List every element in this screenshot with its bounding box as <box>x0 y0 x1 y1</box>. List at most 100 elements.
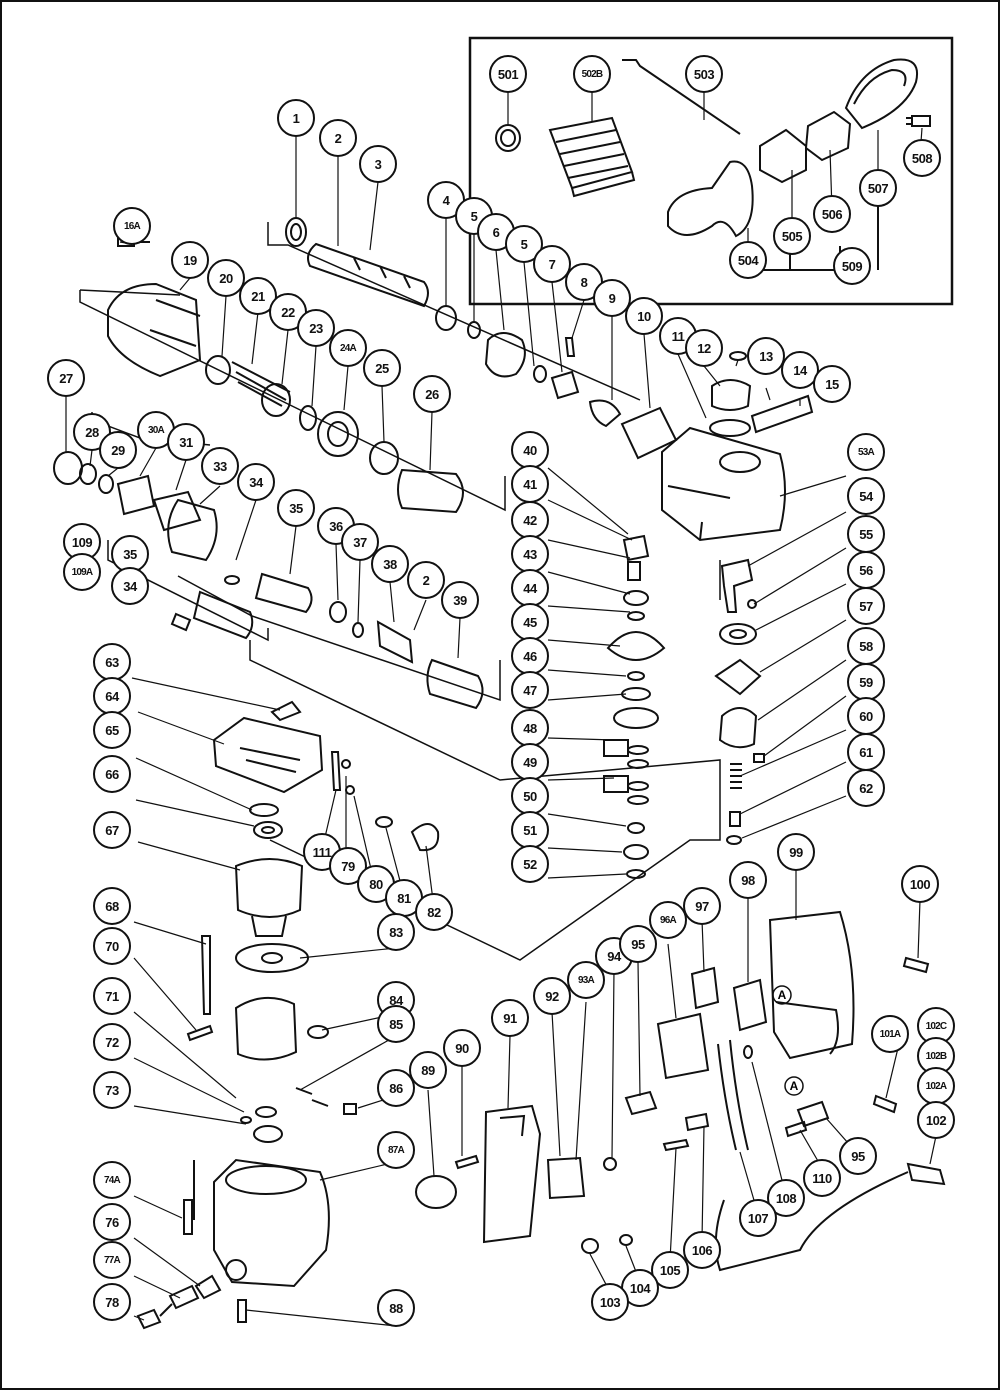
callout-61[interactable]: 61 <box>847 733 885 771</box>
callout-42[interactable]: 42 <box>511 501 549 539</box>
callout-77a[interactable]: 77A <box>93 1241 131 1279</box>
callout-16a[interactable]: 16A <box>113 207 151 245</box>
callout-56[interactable]: 56 <box>847 551 885 589</box>
callout-508[interactable]: 508 <box>903 139 941 177</box>
callout-104[interactable]: 104 <box>621 1269 659 1307</box>
callout-102[interactable]: 102 <box>917 1101 955 1139</box>
callout-34[interactable]: 34 <box>237 463 275 501</box>
callout-12[interactable]: 12 <box>685 329 723 367</box>
callout-47[interactable]: 47 <box>511 671 549 709</box>
callout-506[interactable]: 506 <box>813 195 851 233</box>
callout-501[interactable]: 501 <box>489 55 527 93</box>
callout-73[interactable]: 73 <box>93 1071 131 1109</box>
callout-85[interactable]: 85 <box>377 1005 415 1043</box>
callout-67[interactable]: 67 <box>93 811 131 849</box>
callout-95[interactable]: 95 <box>619 925 657 963</box>
callout-505[interactable]: 505 <box>773 217 811 255</box>
callout-72[interactable]: 72 <box>93 1023 131 1061</box>
callout-83[interactable]: 83 <box>377 913 415 951</box>
callout-45[interactable]: 45 <box>511 603 549 641</box>
callout-2[interactable]: 2 <box>319 119 357 157</box>
callout-64[interactable]: 64 <box>93 677 131 715</box>
callout-2b[interactable]: 2 <box>407 561 445 599</box>
callout-96a[interactable]: 96A <box>649 901 687 939</box>
callout-58[interactable]: 58 <box>847 627 885 665</box>
callout-43[interactable]: 43 <box>511 535 549 573</box>
callout-13[interactable]: 13 <box>747 337 785 375</box>
callout-57[interactable]: 57 <box>847 587 885 625</box>
callout-44[interactable]: 44 <box>511 569 549 607</box>
callout-95b[interactable]: 95 <box>839 1137 877 1175</box>
callout-504[interactable]: 504 <box>729 241 767 279</box>
callout-100[interactable]: 100 <box>901 865 939 903</box>
callout-48[interactable]: 48 <box>511 709 549 747</box>
callout-92[interactable]: 92 <box>533 977 571 1015</box>
callout-60[interactable]: 60 <box>847 697 885 735</box>
callout-79[interactable]: 79 <box>329 847 367 885</box>
callout-90[interactable]: 90 <box>443 1029 481 1067</box>
callout-41[interactable]: 41 <box>511 465 549 503</box>
callout-102a[interactable]: 102A <box>917 1067 955 1105</box>
callout-20[interactable]: 20 <box>207 259 245 297</box>
callout-98[interactable]: 98 <box>729 861 767 899</box>
callout-53a[interactable]: 53A <box>847 433 885 471</box>
callout-86[interactable]: 86 <box>377 1069 415 1107</box>
callout-62[interactable]: 62 <box>847 769 885 807</box>
callout-68[interactable]: 68 <box>93 887 131 925</box>
callout-99[interactable]: 99 <box>777 833 815 871</box>
callout-35[interactable]: 35 <box>277 489 315 527</box>
callout-26[interactable]: 26 <box>413 375 451 413</box>
callout-7[interactable]: 7 <box>533 245 571 283</box>
callout-10[interactable]: 10 <box>625 297 663 335</box>
callout-507[interactable]: 507 <box>859 169 897 207</box>
callout-70[interactable]: 70 <box>93 927 131 965</box>
callout-15[interactable]: 15 <box>813 365 851 403</box>
callout-3[interactable]: 3 <box>359 145 397 183</box>
callout-82[interactable]: 82 <box>415 893 453 931</box>
callout-78[interactable]: 78 <box>93 1283 131 1321</box>
callout-76[interactable]: 76 <box>93 1203 131 1241</box>
callout-65[interactable]: 65 <box>93 711 131 749</box>
callout-46[interactable]: 46 <box>511 637 549 675</box>
callout-88[interactable]: 88 <box>377 1289 415 1327</box>
callout-40[interactable]: 40 <box>511 431 549 469</box>
callout-1[interactable]: 1 <box>277 99 315 137</box>
callout-50[interactable]: 50 <box>511 777 549 815</box>
callout-87a[interactable]: 87A <box>377 1131 415 1169</box>
callout-101a[interactable]: 101A <box>871 1015 909 1053</box>
callout-59[interactable]: 59 <box>847 663 885 701</box>
callout-103[interactable]: 103 <box>591 1283 629 1321</box>
callout-5b[interactable]: 5 <box>505 225 543 263</box>
callout-110[interactable]: 110 <box>803 1159 841 1197</box>
callout-19[interactable]: 19 <box>171 241 209 279</box>
callout-51[interactable]: 51 <box>511 811 549 849</box>
callout-106[interactable]: 106 <box>683 1231 721 1269</box>
callout-97[interactable]: 97 <box>683 887 721 925</box>
callout-23[interactable]: 23 <box>297 309 335 347</box>
callout-39[interactable]: 39 <box>441 581 479 619</box>
callout-33[interactable]: 33 <box>201 447 239 485</box>
callout-54[interactable]: 54 <box>847 477 885 515</box>
callout-89[interactable]: 89 <box>409 1051 447 1089</box>
callout-49[interactable]: 49 <box>511 743 549 781</box>
callout-63[interactable]: 63 <box>93 643 131 681</box>
callout-27[interactable]: 27 <box>47 359 85 397</box>
callout-503[interactable]: 503 <box>685 55 723 93</box>
callout-91[interactable]: 91 <box>491 999 529 1037</box>
callout-34b[interactable]: 34 <box>111 567 149 605</box>
callout-31[interactable]: 31 <box>167 423 205 461</box>
callout-509[interactable]: 509 <box>833 247 871 285</box>
callout-74a[interactable]: 74A <box>93 1161 131 1199</box>
callout-55[interactable]: 55 <box>847 515 885 553</box>
callout-29[interactable]: 29 <box>99 431 137 469</box>
callout-22[interactable]: 22 <box>269 293 307 331</box>
callout-38[interactable]: 38 <box>371 545 409 583</box>
callout-502b[interactable]: 502B <box>573 55 611 93</box>
callout-107[interactable]: 107 <box>739 1199 777 1237</box>
callout-71[interactable]: 71 <box>93 977 131 1015</box>
callout-66[interactable]: 66 <box>93 755 131 793</box>
callout-109a[interactable]: 109A <box>63 553 101 591</box>
callout-52[interactable]: 52 <box>511 845 549 883</box>
callout-25[interactable]: 25 <box>363 349 401 387</box>
callout-24a[interactable]: 24A <box>329 329 367 367</box>
